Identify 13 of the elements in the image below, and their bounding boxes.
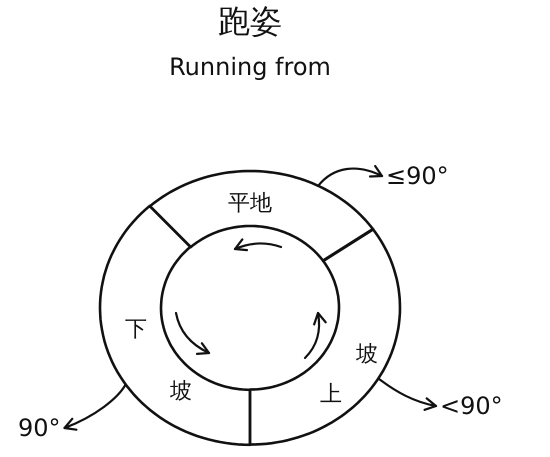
- arrow: [317, 165, 384, 187]
- angle-label: <90°: [440, 392, 503, 420]
- segment-label: 平地: [228, 192, 272, 216]
- segment-label: 上: [320, 382, 342, 408]
- segment-label: 坡: [356, 342, 378, 368]
- arrow: [63, 384, 127, 431]
- segment-label: 下: [124, 318, 147, 342]
- angle-label: ≤90°: [386, 162, 449, 190]
- arrow: [378, 378, 438, 411]
- segment-label: 坡: [170, 380, 192, 404]
- subtitle: Running from: [169, 54, 331, 80]
- angle-label: 90°: [18, 414, 61, 442]
- title: 跑姿: [218, 4, 282, 40]
